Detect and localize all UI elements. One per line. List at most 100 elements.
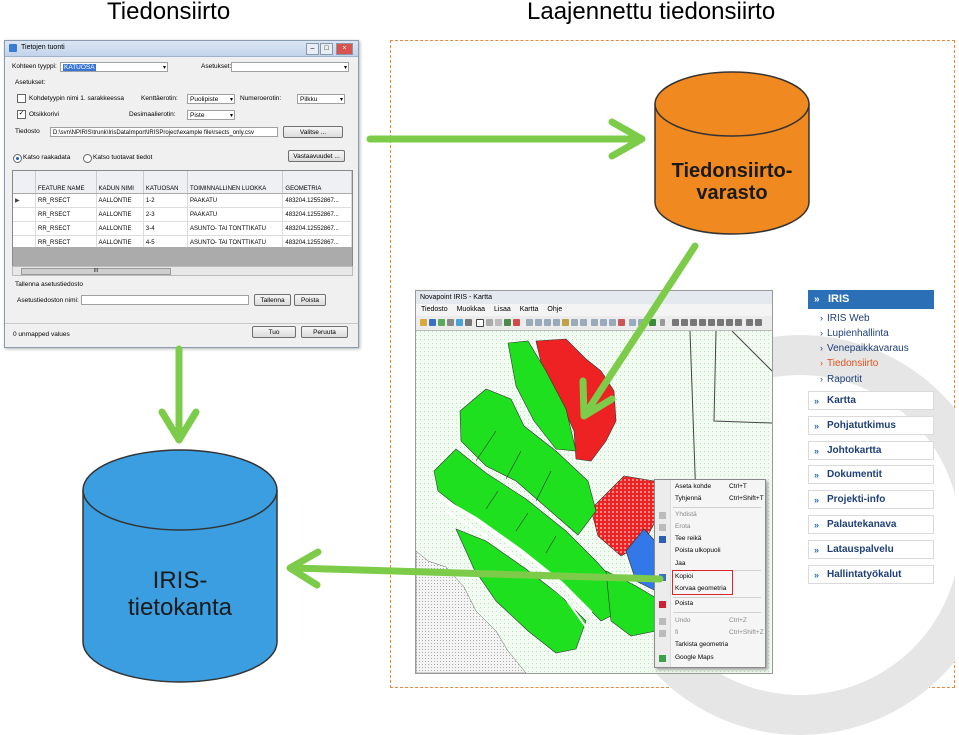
header-row-checkbox[interactable]: ✓ <box>17 110 26 119</box>
menu-item-aseta-kohde[interactable]: Aseta kohde <box>675 483 712 490</box>
column-header[interactable]: KADUN NIMI <box>96 171 144 194</box>
typename-checkbox[interactable] <box>17 94 26 103</box>
column-header[interactable]: FEATURE NAME <box>35 171 97 194</box>
draw-polygon-icon[interactable] <box>571 319 578 326</box>
nav-header-iris[interactable]: »IRIS <box>808 290 934 309</box>
pan-icon[interactable] <box>486 319 493 326</box>
menu-item-tyhjenna[interactable]: Tyhjennä <box>675 495 702 502</box>
pointer-icon[interactable] <box>476 319 484 327</box>
matches-button[interactable]: Vastaavuudet ... <box>288 150 345 162</box>
column-header[interactable]: KATUOSAN <box>143 171 189 194</box>
menu-item-jaa[interactable]: Jaa <box>675 560 686 567</box>
menu-item-google-maps[interactable]: Google Maps <box>675 654 714 661</box>
nav-sub-item-raportit[interactable]: ›Raportit <box>820 374 862 385</box>
tool-d-icon[interactable] <box>699 319 706 326</box>
scrollbar-thumb[interactable]: III <box>21 268 171 275</box>
radio-imported-data[interactable] <box>83 154 92 163</box>
number-separator-select[interactable]: Pilkku ▾ <box>297 94 345 104</box>
data-grid[interactable]: FEATURE NAME KADUN NIMI KATUOSAN TOIMINN… <box>12 170 353 268</box>
menu-item-redo[interactable]: fi <box>675 629 679 636</box>
tool-b-icon[interactable] <box>681 319 688 326</box>
menu-muokkaa[interactable]: Muokkaa <box>456 306 485 313</box>
menu-item-erota[interactable]: Erota <box>675 523 691 530</box>
menu-tiedosto[interactable]: Tiedosto <box>421 306 448 313</box>
menu-lisaa[interactable]: Lisaa <box>494 306 511 313</box>
tool-a-icon[interactable] <box>672 319 679 326</box>
nav-item-latauspalvelu[interactable]: »Latauspalvelu <box>808 540 934 559</box>
zoom-in-icon[interactable] <box>526 319 533 326</box>
tool-c-icon[interactable] <box>690 319 697 326</box>
draw-point-icon[interactable] <box>553 319 560 326</box>
settings-select[interactable]: ▾ <box>231 62 349 72</box>
nav-item-johtokartta[interactable]: »Johtokartta <box>808 441 934 460</box>
table-row[interactable]: RR_RSECT AALLONTIE 3-4 ASUNTO- TAI TONTT… <box>13 221 352 236</box>
tool-i-icon[interactable] <box>746 319 753 326</box>
open-icon[interactable] <box>420 319 427 326</box>
print-icon[interactable] <box>447 319 454 326</box>
dropdown-icon[interactable] <box>660 319 665 326</box>
nav-item-kartta[interactable]: »Kartta <box>808 391 934 410</box>
browse-button[interactable]: Valitse ... <box>283 126 343 138</box>
menu-item-yhdista[interactable]: Yhdistä <box>675 511 697 518</box>
menu-item-undo[interactable]: Undo <box>675 617 691 624</box>
delete-icon[interactable] <box>618 319 625 326</box>
import-button[interactable]: Tuo <box>252 326 296 338</box>
minimize-icon[interactable]: – <box>306 43 319 55</box>
cancel-button[interactable]: Peruuta <box>301 326 348 338</box>
color-icon[interactable] <box>649 319 656 326</box>
menu-kartta[interactable]: Kartta <box>519 306 539 313</box>
table-row[interactable]: ▶ RR_RSECT AALLONTIE 1-2 PAAKATU 483204.… <box>13 193 352 208</box>
nav-item-projekti-info[interactable]: »Projekti-info <box>808 490 934 509</box>
refresh-icon[interactable] <box>456 319 463 326</box>
nav-sub-item-iris-web[interactable]: ›IRIS Web <box>820 313 870 324</box>
target-type-select[interactable]: KATUOSA ▾ <box>60 62 168 72</box>
column-header[interactable]: TOIMINNALLINEN LUOKKA <box>187 171 284 194</box>
info-icon[interactable] <box>513 319 520 326</box>
snap-icon[interactable] <box>591 319 598 326</box>
field-separator-select[interactable]: Puolipiste ▾ <box>187 94 235 104</box>
save-icon[interactable] <box>429 319 436 326</box>
file-path-field[interactable]: D:\svn\NPIRIS\trunk\IrisDataImport\IRISP… <box>50 127 278 137</box>
edit-icon[interactable] <box>580 319 587 326</box>
maximize-icon[interactable]: □ <box>320 43 333 55</box>
save-button[interactable]: Tallenna <box>254 294 291 306</box>
decimal-separator-select[interactable]: Piste ▾ <box>187 110 235 120</box>
menu-item-kopioi[interactable]: Kopioi <box>675 573 694 580</box>
column-header[interactable]: GEOMETRIA <box>282 171 352 194</box>
merge-icon[interactable] <box>609 319 616 326</box>
menu-item-tarkista-geometria[interactable]: Tarkista geometria <box>675 641 729 648</box>
settings-file-name-input[interactable] <box>81 295 249 305</box>
measure-icon[interactable] <box>504 319 511 326</box>
tool-f-icon[interactable] <box>717 319 724 326</box>
split-icon[interactable] <box>600 319 607 326</box>
zoom-extent-icon[interactable] <box>544 319 551 326</box>
tool-h-icon[interactable] <box>735 319 742 326</box>
nav-item-palautekanava[interactable]: »Palautekanava <box>808 515 934 534</box>
tool-j-icon[interactable] <box>755 319 762 326</box>
nav-sub-item-tiedonsiirto[interactable]: ›Tiedonsiirto <box>820 358 878 369</box>
radio-raw-data[interactable] <box>13 154 22 163</box>
zoom-icon[interactable] <box>495 319 502 326</box>
undo-icon[interactable] <box>629 319 636 326</box>
menu-item-korvaa-geometria[interactable]: Korvaa geometria <box>675 585 727 592</box>
redo-icon[interactable] <box>638 319 645 326</box>
nav-item-hallintatyokalut[interactable]: »Hallintatyökalut <box>808 565 934 584</box>
menu-item-tee-reika[interactable]: Tee reikä <box>675 535 702 542</box>
draw-line-icon[interactable] <box>562 319 569 326</box>
layers-icon[interactable] <box>438 319 445 326</box>
nav-item-pohjatutkimus[interactable]: »Pohjatutkimus <box>808 416 934 435</box>
tool-g-icon[interactable] <box>726 319 733 326</box>
menu-ohje[interactable]: Ohje <box>547 306 563 313</box>
nav-sub-item-venepaikkavaraus[interactable]: ›Venepaikkavaraus <box>820 343 909 354</box>
delete-button[interactable]: Poista <box>294 294 326 306</box>
close-icon[interactable]: × <box>336 43 353 55</box>
zoom-out-icon[interactable] <box>535 319 542 326</box>
select-icon[interactable] <box>465 319 472 326</box>
nav-sub-item-lupienhallinta[interactable]: ›Lupienhallinta <box>820 328 889 339</box>
horizontal-scrollbar[interactable]: III <box>12 266 353 276</box>
table-row[interactable]: RR_RSECT AALLONTIE 2-3 PAAKATU 483204.12… <box>13 207 352 222</box>
nav-item-dokumentit[interactable]: »Dokumentit <box>808 465 934 484</box>
tool-e-icon[interactable] <box>708 319 715 326</box>
menu-item-poista-ulkopuoli[interactable]: Poista ulkopuoli <box>675 547 721 554</box>
menu-item-poista[interactable]: Poista <box>675 600 694 607</box>
